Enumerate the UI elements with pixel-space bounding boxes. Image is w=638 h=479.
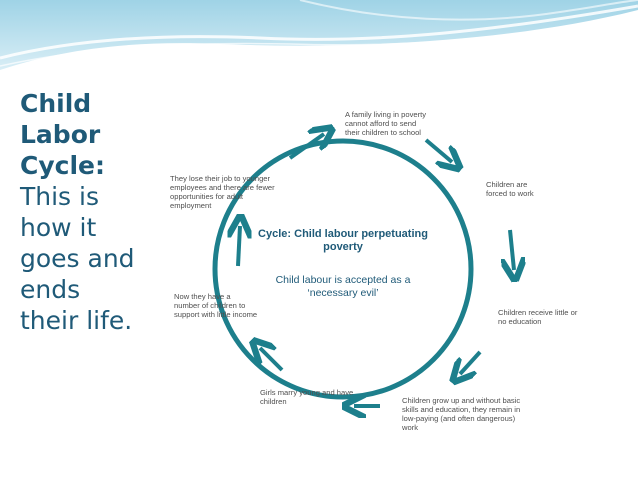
- heading-line-3: Cycle:: [20, 151, 105, 180]
- stage-poverty: A family living in poverty cannot afford…: [345, 110, 427, 137]
- arrow-right: [510, 229, 514, 270]
- stage-little-education: Children receive little or no education: [498, 308, 578, 326]
- stage-lose-job: They lose their job to younger employees…: [170, 174, 275, 210]
- heading-line-1: Child: [20, 89, 92, 118]
- cycle-diagram: Cycle: Child labour perpetuating poverty…: [152, 90, 602, 458]
- body-line-1: This is: [20, 182, 100, 211]
- center-subtitle: Child labour is accepted as a ‘necessary…: [275, 274, 411, 299]
- arrow-bottom-left: [260, 348, 284, 372]
- center-title: Cycle: Child labour perpetuating poverty: [258, 228, 428, 253]
- stage-grow-up: Children grow up and without basic skill…: [402, 396, 521, 432]
- stage-marry-young: Girls marry young and have children: [260, 388, 354, 406]
- body-line-4: ends: [20, 275, 81, 304]
- arrow-bottom-right: [460, 350, 482, 374]
- body-line-2: how it: [20, 213, 97, 242]
- heading-line-2: Labor: [20, 120, 101, 149]
- arrow-left: [238, 226, 240, 267]
- cycle-graphic: [212, 90, 602, 458]
- arrow-top-left: [288, 134, 324, 160]
- stage-support-children: Now they have a number of children to su…: [174, 292, 258, 319]
- header-banner: [0, 0, 638, 80]
- stage-forced-to-work: Children are forced to work: [486, 180, 534, 198]
- body-line-3: goes and: [20, 244, 135, 273]
- slide-heading: Child Labor Cycle: This is how it goes a…: [20, 88, 155, 336]
- body-line-5: their life.: [20, 306, 133, 335]
- arrow-top-right: [424, 138, 452, 162]
